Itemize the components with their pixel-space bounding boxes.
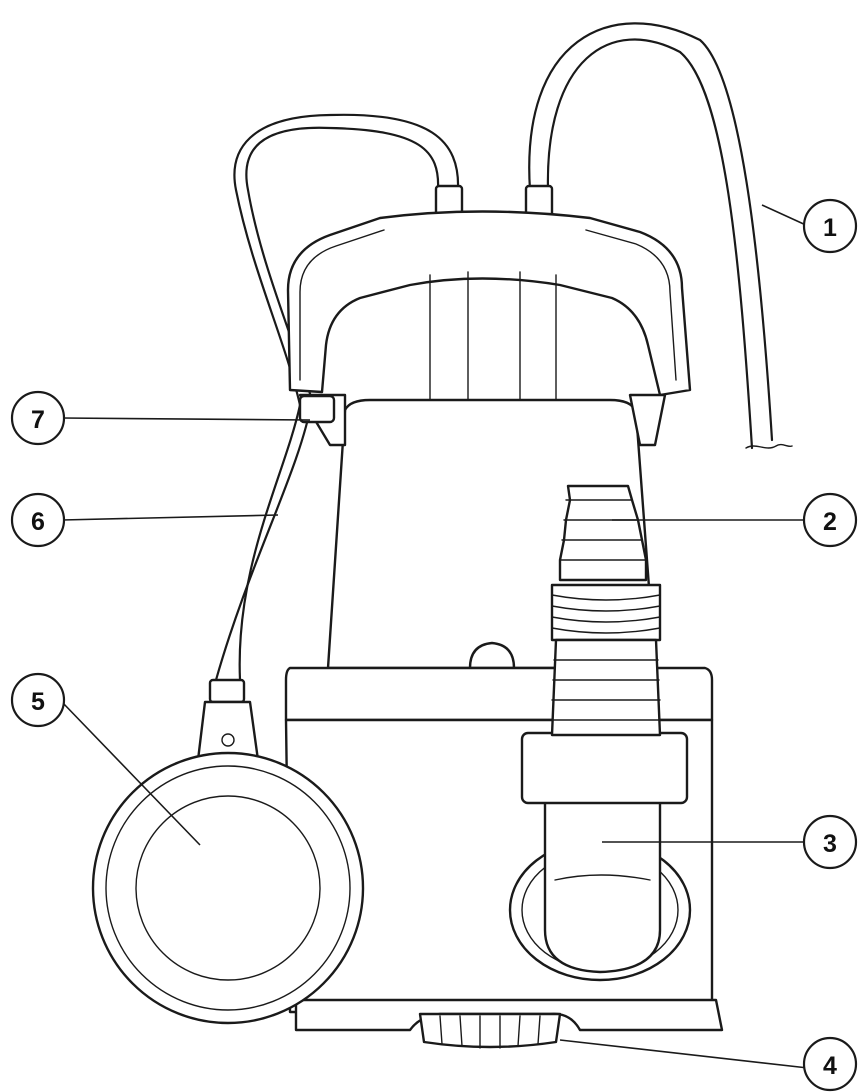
carry-handle	[286, 210, 692, 401]
callout-5-label: 5	[31, 688, 45, 716]
float-switch-cable	[214, 113, 464, 682]
hose-connector	[550, 484, 662, 737]
callout-4: 4	[802, 1036, 858, 1092]
intake-base	[418, 1012, 562, 1049]
callout-2-label: 2	[823, 508, 837, 536]
callout-1: 1	[802, 198, 858, 254]
callout-2: 2	[802, 492, 858, 548]
callout-1-label: 1	[823, 214, 837, 242]
cable-holder	[298, 394, 336, 424]
float-switch	[91, 678, 365, 1025]
elbow-outlet	[508, 731, 692, 982]
callout-3: 3	[802, 814, 858, 870]
callout-3-label: 3	[823, 830, 837, 858]
callout-4-label: 4	[823, 1052, 837, 1080]
callout-5: 5	[10, 672, 66, 728]
callout-7: 7	[10, 390, 66, 446]
leader-lines	[61, 204, 809, 1069]
callout-6-label: 6	[31, 508, 45, 536]
callout-7-label: 7	[31, 406, 45, 434]
callout-6: 6	[10, 492, 66, 548]
